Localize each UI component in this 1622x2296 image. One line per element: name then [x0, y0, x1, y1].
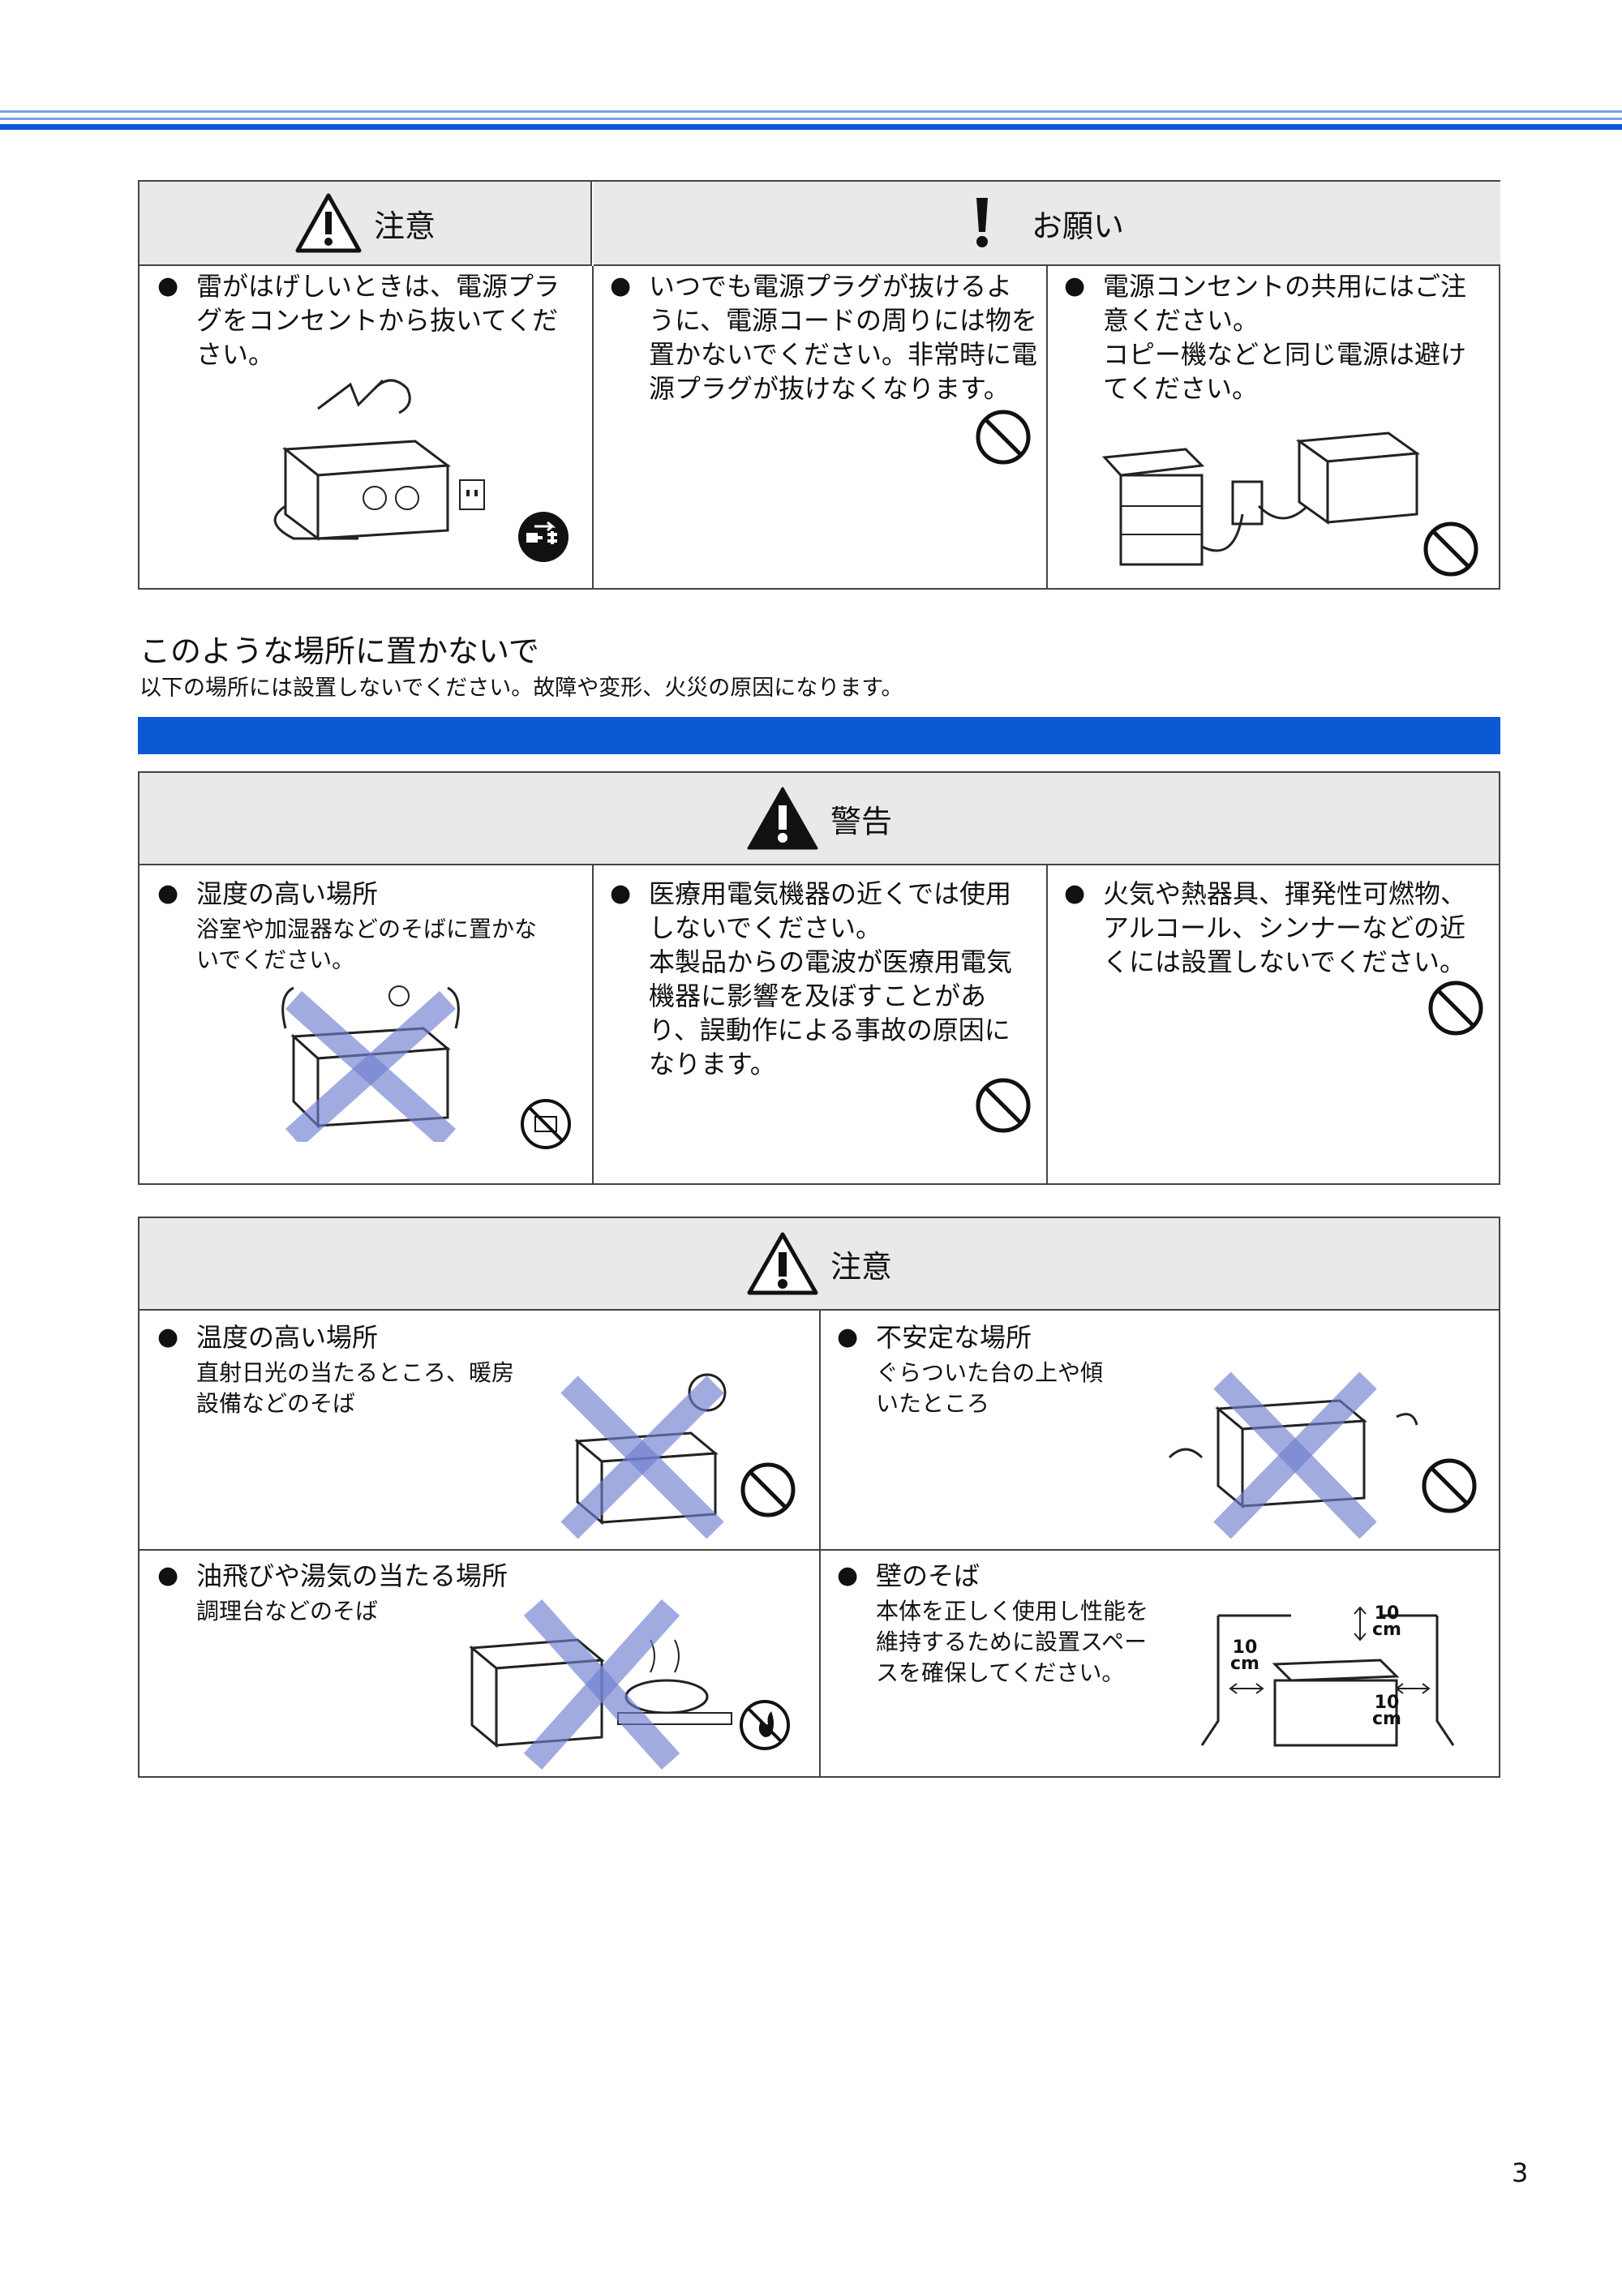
clearance-diagram [1200, 1606, 1455, 1747]
exclamation-icon [976, 198, 988, 247]
caution-label: 注意 [373, 208, 436, 244]
warning-item-humidity-desc: 浴室や加湿器などのそばに置かな いでください。 [196, 916, 538, 973]
warning-header: 警告 [139, 773, 1499, 865]
warning-item-humidity: ● 湿度の高い場所 [157, 878, 379, 909]
header-rule-thick [0, 124, 1622, 130]
request-item-plug-access: ● いつでも電源プラグが抜けるよ うに、電源コードの周りには物を 置かないでくだ… [610, 271, 1038, 404]
request-item-shared-outlet: ● 電源コンセントの共用にはご注 意ください。 コピー機などと同じ電源は避け て… [1064, 271, 1467, 404]
divider [592, 266, 594, 588]
clearance-label-right: 10 cm [1372, 1693, 1401, 1729]
caution-item-near-wall: ● 壁のそば [837, 1560, 980, 1591]
bullet-icon: ● [1064, 879, 1086, 908]
bullet-icon: ● [1064, 272, 1086, 300]
bullet-icon: ● [157, 1323, 179, 1351]
header-rule-thin-2 [0, 118, 1622, 120]
bullet-icon: ● [837, 1561, 859, 1590]
prohibited-icon [976, 410, 1031, 465]
no-fire-icon [740, 1700, 790, 1750]
header-rule-thin-1 [0, 110, 1622, 113]
caution-request-box: 注意 お願い ● 雷がはげしいときは、電源プラ グをコンセントから抜いてくだ さ… [138, 180, 1500, 590]
prohibited-icon [1422, 1458, 1477, 1513]
section-description: 以下の場所には設置しないでください。故障や変形、火災の原因になります。 [139, 676, 903, 701]
clearance-label-top: 10 cm [1372, 1603, 1401, 1640]
bullet-icon: ● [157, 1561, 179, 1590]
caution-item-near-wall-desc: 本体を正しく使用し性能を 維持するために設置スペー スを確保してください。 [876, 1598, 1149, 1686]
warning-label: 警告 [830, 803, 892, 839]
request-header: お願い [594, 182, 1500, 266]
section-blue-bar [138, 717, 1500, 754]
prohibited-icon [740, 1462, 796, 1517]
divider [139, 1549, 1499, 1551]
bullet-icon: ● [610, 272, 632, 300]
caution-item-oil-steam: ● 油飛びや湯気の当たる場所 [157, 1560, 508, 1591]
bullet-icon: ● [157, 272, 179, 300]
printer-bath-illustration [281, 985, 460, 1142]
printer-kitchen-illustration [469, 1599, 732, 1770]
caution-triangle-icon [747, 1232, 818, 1295]
prohibited-icon [1428, 981, 1483, 1036]
warning-item-flammable: ● 火気や熱器具、揮発性可燃物、 アルコール、シンナーなどの近 くには設置しない… [1064, 878, 1467, 977]
bullet-icon: ● [837, 1323, 859, 1351]
divider [592, 865, 594, 1183]
caution-item-lightning: ● 雷がはげしいときは、電源プラ グをコンセントから抜いてくだ さい。 [157, 271, 560, 370]
caution-location-box: 注意 ● 温度の高い場所 直射日光の当たるところ、暖房 設備などのそば ● 不安… [138, 1217, 1500, 1778]
caution-item-unstable-desc: ぐらついた台の上や傾 いたところ [876, 1359, 1104, 1417]
caution-header: 注意 [139, 1218, 1499, 1311]
divider [819, 1311, 821, 1776]
bullet-icon: ● [610, 879, 632, 908]
clearance-label-left: 10 cm [1230, 1637, 1259, 1674]
divider [1046, 865, 1048, 1183]
printer-tilting-illustration [1168, 1371, 1418, 1539]
prohibited-icon [1423, 521, 1478, 577]
warning-item-medical: ● 医療用電気機器の近くでは使用 しないでください。 本製品からの電波が医療用電… [610, 878, 1013, 1079]
unplug-icon [518, 512, 569, 562]
bullet-icon: ● [157, 879, 179, 908]
caution-label: 注意 [830, 1248, 892, 1285]
copier-shared-outlet-illustration [1101, 431, 1421, 566]
caution-item-unstable: ● 不安定な場所 [837, 1322, 1032, 1353]
caution-header: 注意 [139, 182, 592, 266]
printer-sun-illustration [560, 1373, 727, 1539]
warning-triangle-icon [747, 787, 818, 850]
caution-item-high-temperature-desc: 直射日光の当たるところ、暖房 設備などのそば [196, 1359, 515, 1417]
divider [1046, 266, 1048, 588]
section-title: このような場所に置かないで [139, 633, 539, 669]
no-water-icon [521, 1099, 571, 1149]
printer-lightning-illustration [273, 379, 485, 541]
caution-item-high-temperature: ● 温度の高い場所 [157, 1322, 379, 1353]
prohibited-icon [976, 1078, 1031, 1133]
caution-item-oil-steam-desc: 調理台などのそば [196, 1598, 379, 1624]
page-number: 3 [1512, 2157, 1529, 2188]
request-label: お願い [1031, 208, 1124, 244]
warning-box: 警告 ● 湿度の高い場所 浴室や加湿器などのそばに置かな いでください。 ● 医… [138, 771, 1500, 1185]
caution-triangle-icon [295, 193, 362, 253]
